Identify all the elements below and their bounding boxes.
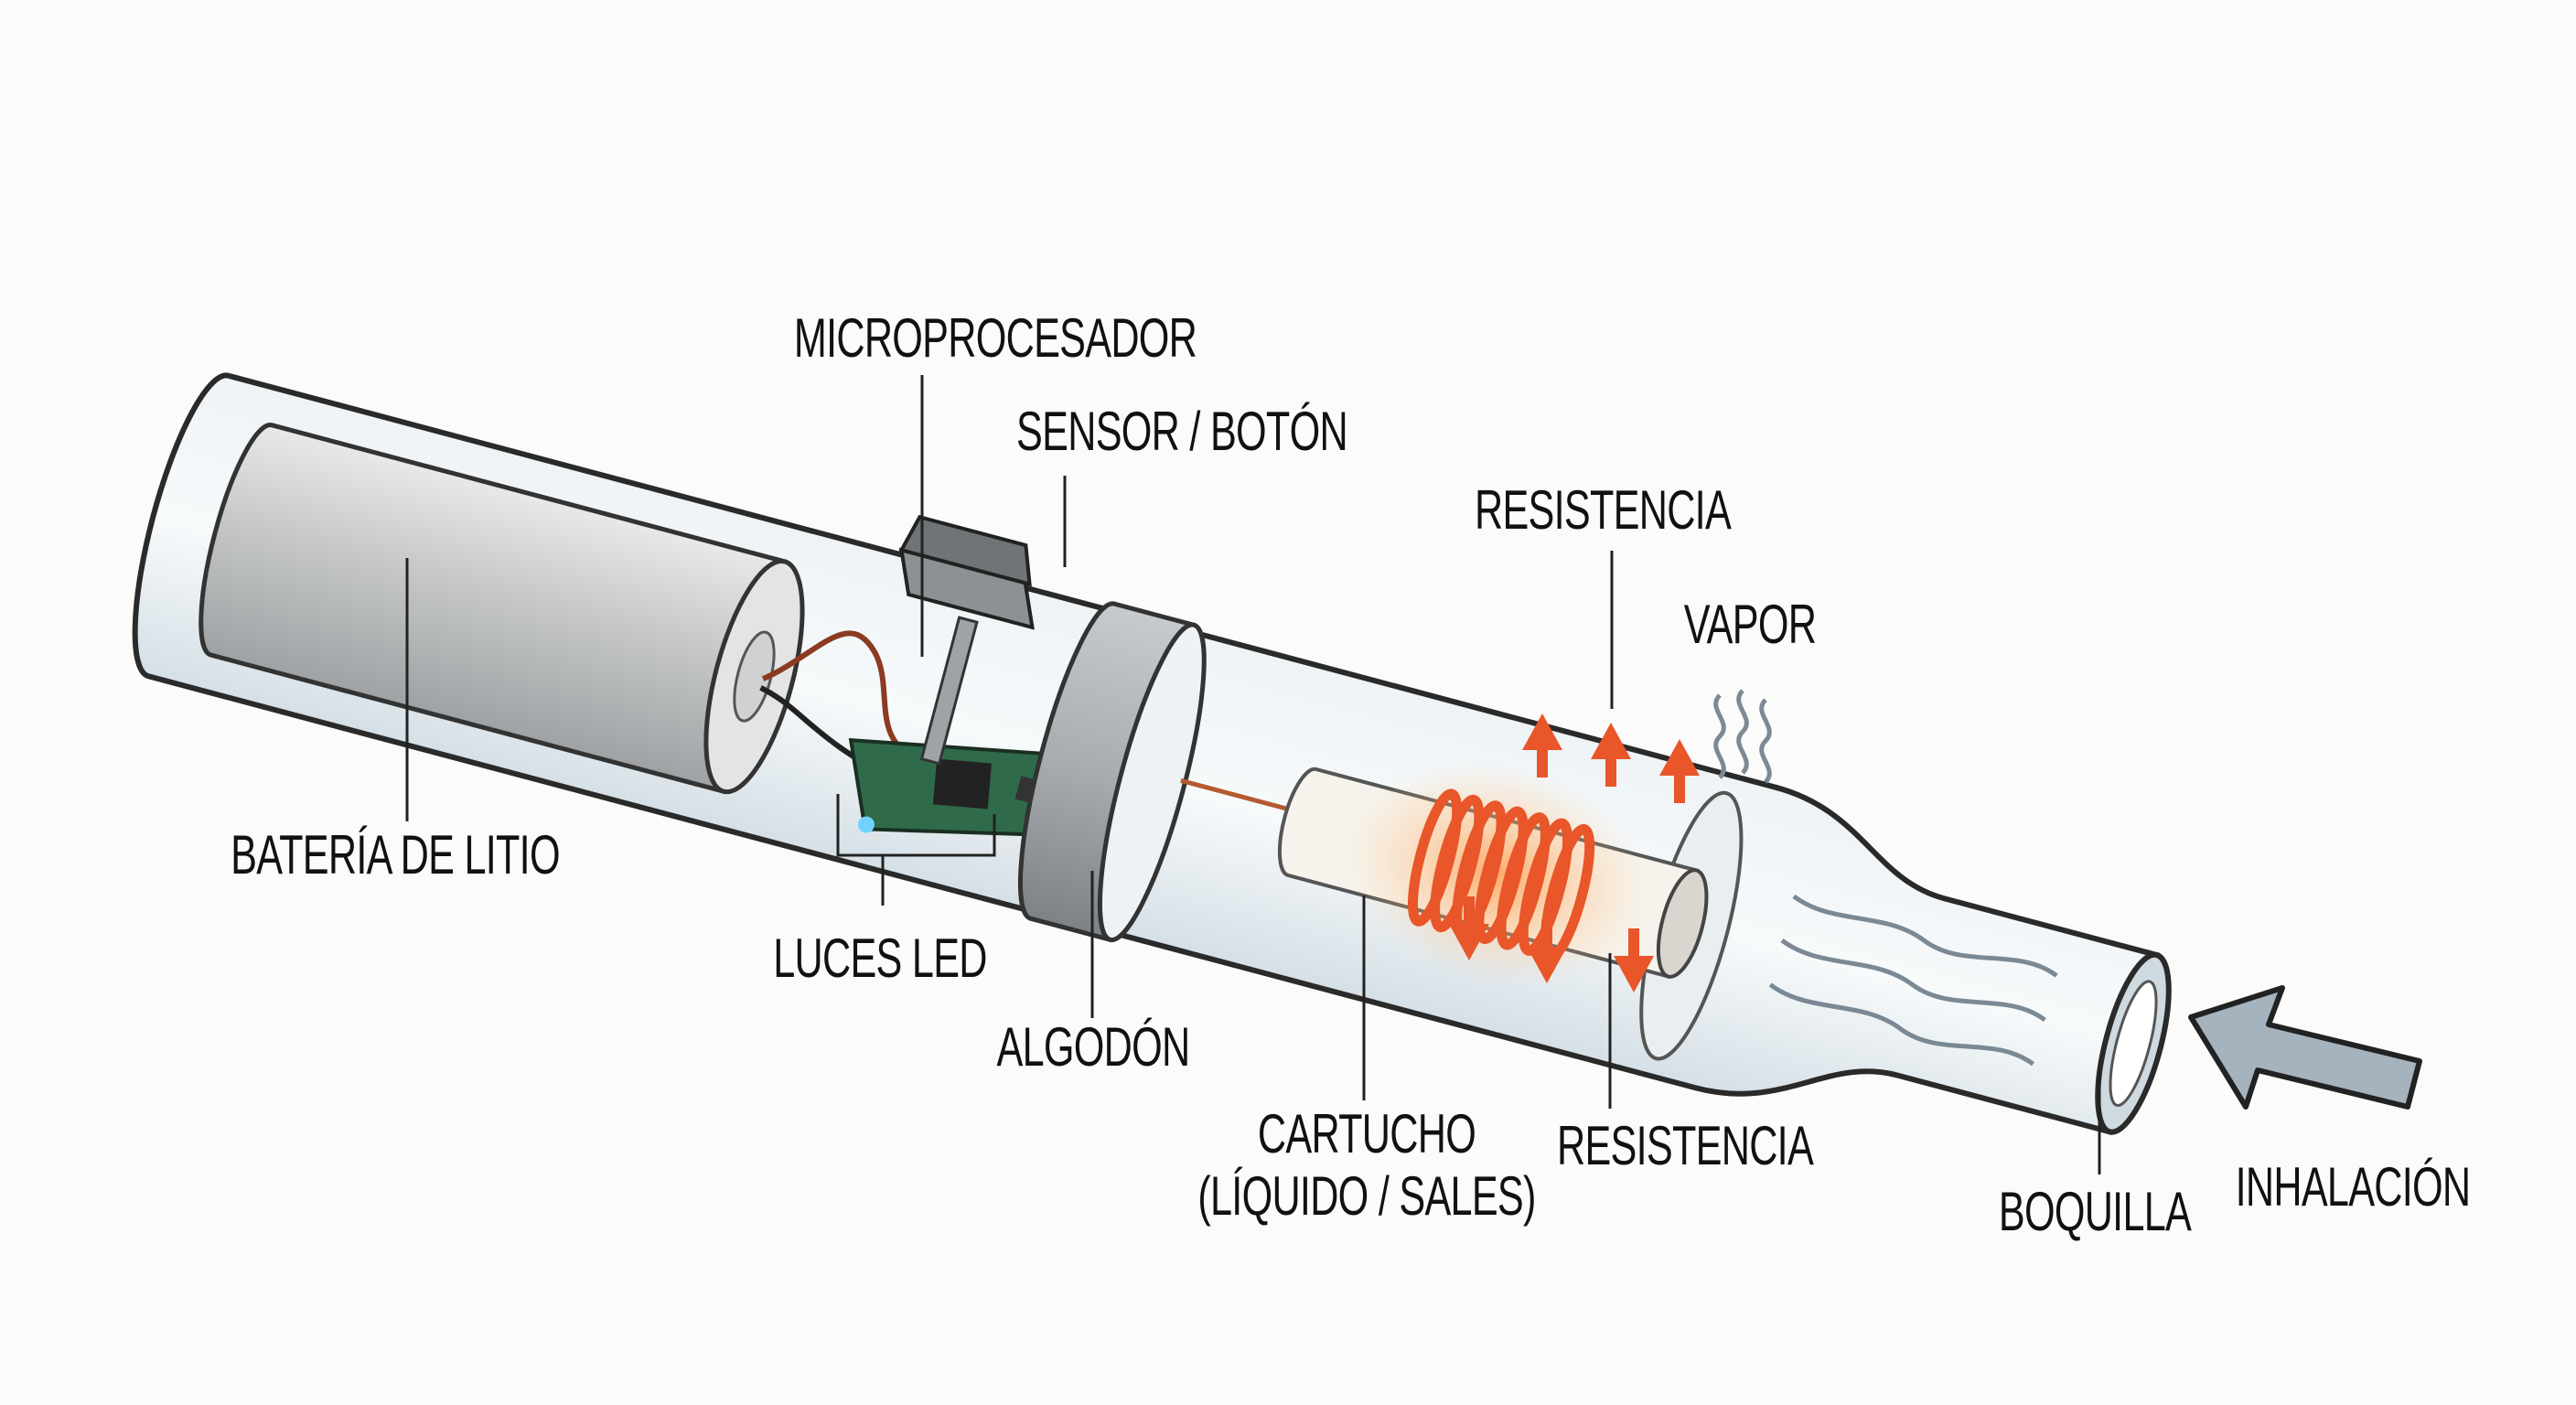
heat-arrows — [1449, 713, 1700, 992]
airflow-lines — [1768, 894, 2058, 1067]
arrow-down-icon — [1449, 896, 1489, 960]
vapor-icon — [1713, 689, 1772, 784]
mouthpiece-inner — [2109, 980, 2158, 1107]
label-cartucho: CARTUCHO — [1258, 1104, 1476, 1165]
label-inhalacion: INHALACIÓN — [2236, 1157, 2471, 1218]
label-luces-led: LUCES LED — [773, 928, 987, 990]
label-algodon: ALGODÓN — [997, 1017, 1190, 1078]
label-boquilla: BOQUILLA — [1999, 1182, 2192, 1243]
wire-red — [761, 630, 915, 759]
arrow-up-icon — [1591, 723, 1631, 787]
leader-lines — [405, 375, 2101, 1174]
label-sensor-boton: SENSOR / BOTÓN — [1016, 402, 1347, 463]
label-cartucho-sub: (LÍQUIDO / SALES) — [1197, 1166, 1535, 1228]
arrow-up-icon — [1659, 739, 1700, 803]
label-microprocesador: MICROPROCESADOR — [794, 308, 1197, 370]
heating-coil — [1344, 760, 1650, 988]
label-resistencia-bottom: RESISTENCIA — [1557, 1116, 1814, 1177]
arrow-down-icon — [1527, 919, 1567, 983]
arrow-down-icon — [1614, 928, 1654, 992]
label-vapor: VAPOR — [1684, 595, 1816, 656]
label-resistencia-top: RESISTENCIA — [1475, 480, 1732, 542]
pen-body — [132, 372, 2172, 1136]
connector-ring-face — [1097, 622, 1207, 943]
led-1 — [857, 816, 875, 833]
label-bateria: BATERÍA DE LITIO — [231, 825, 560, 886]
battery — [199, 423, 805, 795]
sensor-button — [898, 514, 1035, 766]
microprocessor-chip — [932, 758, 992, 810]
inhalation-arrow-icon — [2188, 985, 2422, 1110]
arrow-up-icon — [1522, 713, 1562, 778]
